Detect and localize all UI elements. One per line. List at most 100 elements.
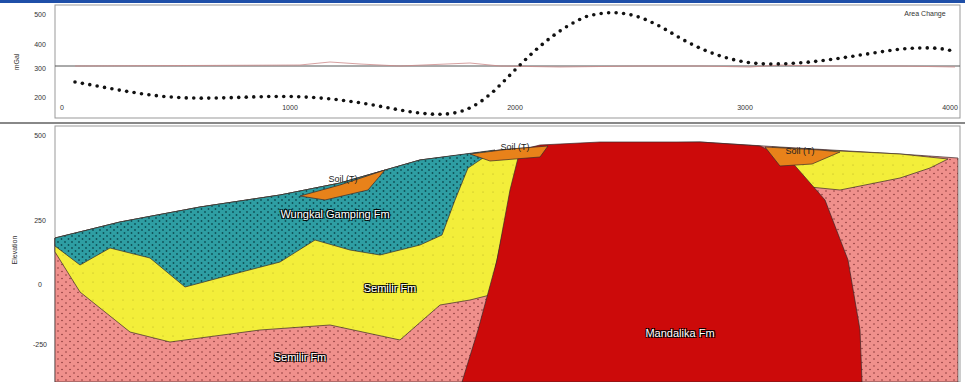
data-point xyxy=(386,106,390,110)
soil-layer-shape xyxy=(765,147,840,166)
data-point xyxy=(474,103,478,107)
data-point xyxy=(169,95,173,99)
data-point xyxy=(274,95,278,99)
axis-tick: 400 xyxy=(34,41,46,48)
data-point xyxy=(508,74,512,78)
axis-title: mGal xyxy=(13,54,20,71)
formation-label: Semilir Fm xyxy=(274,351,327,363)
formation-label: Mandalika Fm xyxy=(645,327,714,339)
data-point xyxy=(214,96,218,100)
data-point xyxy=(643,18,647,22)
data-point xyxy=(814,60,818,64)
data-point xyxy=(903,47,907,51)
data-point xyxy=(207,96,211,100)
data-point xyxy=(607,11,611,15)
axis-tick: 1000 xyxy=(282,104,298,111)
soil-layer-shape xyxy=(300,170,385,200)
data-point xyxy=(599,12,603,16)
data-point xyxy=(244,95,248,99)
data-point xyxy=(177,96,181,100)
data-point xyxy=(710,51,714,55)
data-point xyxy=(529,53,533,57)
data-point xyxy=(357,101,361,105)
data-point xyxy=(918,46,922,50)
data-point xyxy=(614,11,618,15)
data-point xyxy=(110,87,114,91)
data-point xyxy=(304,95,308,99)
axis-tick: 0 xyxy=(38,281,42,288)
data-point xyxy=(683,39,687,43)
data-point xyxy=(622,12,626,16)
data-point xyxy=(312,96,316,100)
data-point xyxy=(888,49,892,53)
limestone-formation-shape xyxy=(55,150,495,287)
axis-title: Elevation xyxy=(11,236,18,265)
axis-tick: 300 xyxy=(34,65,46,72)
data-point xyxy=(636,15,640,19)
data-point xyxy=(140,92,144,96)
data-point xyxy=(925,46,929,50)
data-point xyxy=(401,109,405,113)
basement-formation-shape xyxy=(55,142,958,382)
data-point xyxy=(342,99,346,103)
data-point xyxy=(629,13,633,17)
data-point xyxy=(518,63,522,67)
data-point xyxy=(578,18,582,22)
axis-tick: 200 xyxy=(34,94,46,101)
data-point xyxy=(881,50,885,54)
data-point xyxy=(408,110,412,114)
data-point xyxy=(199,96,203,100)
data-point xyxy=(690,42,694,46)
data-point xyxy=(650,21,654,25)
data-point xyxy=(132,91,136,95)
data-point xyxy=(948,48,952,52)
data-point xyxy=(503,79,507,83)
data-point xyxy=(81,82,85,86)
data-point xyxy=(192,96,196,100)
data-point xyxy=(592,13,596,17)
intrusion-body-shape xyxy=(462,142,862,382)
axis-tick: 2000 xyxy=(507,104,523,111)
data-point xyxy=(664,28,668,32)
data-point xyxy=(851,54,855,58)
data-point xyxy=(446,112,450,116)
data-point xyxy=(103,86,107,90)
data-point xyxy=(480,99,484,103)
data-point xyxy=(558,29,562,33)
data-point xyxy=(267,95,271,99)
data-point xyxy=(540,43,544,47)
data-point xyxy=(896,48,900,52)
data-point xyxy=(565,25,569,29)
data-point xyxy=(237,96,241,100)
axis-tick: 4000 xyxy=(942,104,958,111)
data-point xyxy=(416,111,420,115)
data-point xyxy=(431,112,435,116)
data-point xyxy=(88,83,92,87)
data-point xyxy=(297,95,301,99)
sandstone-patch-shape xyxy=(772,147,948,190)
data-point xyxy=(732,58,736,62)
data-point xyxy=(933,46,937,50)
data-point xyxy=(524,58,528,62)
data-point xyxy=(670,31,674,35)
data-point xyxy=(585,15,589,19)
data-point xyxy=(289,95,293,99)
data-point xyxy=(703,49,707,53)
data-point xyxy=(806,60,810,64)
formation-label: Soil (T) xyxy=(786,146,815,156)
data-point xyxy=(657,24,661,28)
data-point xyxy=(873,51,877,55)
data-point xyxy=(784,62,788,66)
axis-tick: 250 xyxy=(34,217,46,224)
data-point xyxy=(696,46,700,50)
axis-tick: 0 xyxy=(60,104,64,111)
data-point xyxy=(535,47,539,51)
data-point xyxy=(910,46,914,50)
